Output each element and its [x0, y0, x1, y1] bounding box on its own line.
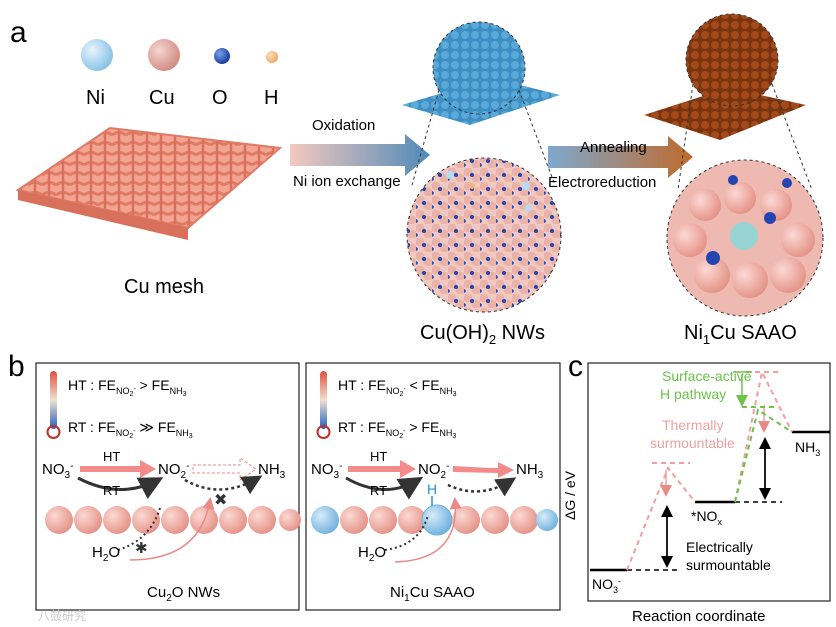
nh3-level-label: NH3 [795, 439, 820, 458]
left-no3: NO3- [42, 461, 73, 481]
right-rt-arrow [345, 476, 424, 500]
cu-mesh-label: Cu mesh [124, 276, 204, 298]
right-h2o-path [384, 514, 429, 551]
right-no3: NO3- [311, 461, 342, 481]
left-block-mark-icon: ✖ [214, 492, 227, 509]
ni-sphere-icon [81, 39, 113, 71]
right-ht-arrow [348, 460, 416, 478]
left-nh3: NH3 [258, 461, 286, 481]
h-pathway-barrier [734, 408, 793, 503]
left-dashed-nh3-arrow [192, 457, 257, 481]
ni1cu-label: Ni1Cu SAAO [684, 322, 797, 347]
left-cu-surface [45, 506, 301, 534]
ni1cu-atomic-zoom [666, 159, 824, 317]
annealing-arrow [548, 136, 693, 178]
cuoh2-label: Cu(OH)2 NWs [420, 322, 545, 347]
electrically-surmountable-label: surmountable [686, 557, 771, 573]
watermark-text: 八鼓研究 [38, 608, 86, 623]
cuoh2-atomic-zoom [406, 157, 562, 313]
left-rt-text: RT : FENO2- ≫ FENH3 [68, 419, 193, 440]
thermally-surmountable-label: surmountable [650, 435, 735, 451]
right-rt-text: RT : FENO2- > FENH3 [338, 419, 456, 440]
o-sphere-icon [214, 48, 230, 64]
right-caption: Ni1Cu SAAO [390, 584, 475, 604]
left-ht-arrow [80, 460, 156, 478]
electrically-label: Electrically [686, 539, 753, 555]
ni1cu-zoom-top [685, 13, 779, 107]
panel-c-label: c [568, 350, 583, 383]
left-ht-text: HT : FENO2- > FENH3 [68, 377, 187, 398]
x-axis-label: Reaction coordinate [632, 608, 765, 625]
energy-diagram-frame [587, 362, 831, 602]
right-nh3: NH3 [516, 461, 544, 481]
y-axis-label: ΔG / eV [562, 470, 578, 520]
arrow1-top-label: Oxidation [312, 117, 375, 134]
legend-o: O [212, 87, 228, 109]
left-h2o: H2O [92, 544, 120, 564]
h-pathway-label: H pathway [660, 386, 726, 402]
left-rt-label: RT [103, 483, 120, 498]
oxidation-arrow [290, 134, 430, 176]
thermally-label: Thermally [662, 417, 723, 433]
ni1cu-nanowires-image [644, 88, 806, 140]
right-ni1cu-surface [311, 504, 558, 536]
right-h-label: H [427, 481, 437, 497]
legend-ni: Ni [86, 87, 105, 109]
right-no2: NO2- [418, 461, 449, 481]
ni1cu-box [305, 362, 561, 611]
cu2o-box [35, 362, 300, 611]
no3-level-label: NO3- [592, 576, 621, 595]
right-rt-label: RT [370, 483, 387, 498]
right-dotted-arrow [447, 477, 517, 497]
cuoh2-zoom-top [432, 21, 526, 115]
h-sphere-icon [266, 51, 278, 63]
panel-b-label: b [8, 350, 25, 383]
thermal-barrier-2 [734, 368, 793, 503]
legend-cu: Cu [149, 87, 175, 109]
nox-level-label: *NOx [691, 508, 722, 527]
thermal-barrier-1 [626, 466, 696, 571]
left-thermometer-icon [50, 371, 57, 429]
legend-h: H [264, 87, 278, 109]
right-nh3-arrow [453, 462, 514, 478]
arrow2-bottom-label: Electroreduction [548, 174, 656, 191]
right-ht-text: HT : FENO2- < FENH3 [338, 377, 457, 398]
surface-active-label: Surface-active [662, 368, 752, 384]
right-ht-label: HT [370, 449, 387, 464]
panel-a-label: a [10, 16, 27, 49]
left-caption: Cu2O NWs [147, 584, 220, 604]
cu-mesh-image [15, 126, 283, 230]
cu-mesh-edge [18, 190, 188, 240]
left-h2o-block-icon: ✱ [135, 540, 148, 557]
arrow2-top-label: Annealing [580, 139, 647, 156]
left-h2o-path [117, 507, 161, 551]
left-dotted-arrow [184, 475, 263, 495]
left-ht-label: HT [103, 449, 120, 464]
cu-sphere-icon [148, 39, 180, 71]
right-h2o: H2O [358, 544, 386, 564]
right-thermometer-icon [320, 371, 327, 429]
arrow1-bottom-label: Ni ion exchange [293, 173, 401, 190]
left-no2: NO2- [158, 461, 189, 481]
left-rt-arrow [77, 476, 164, 499]
